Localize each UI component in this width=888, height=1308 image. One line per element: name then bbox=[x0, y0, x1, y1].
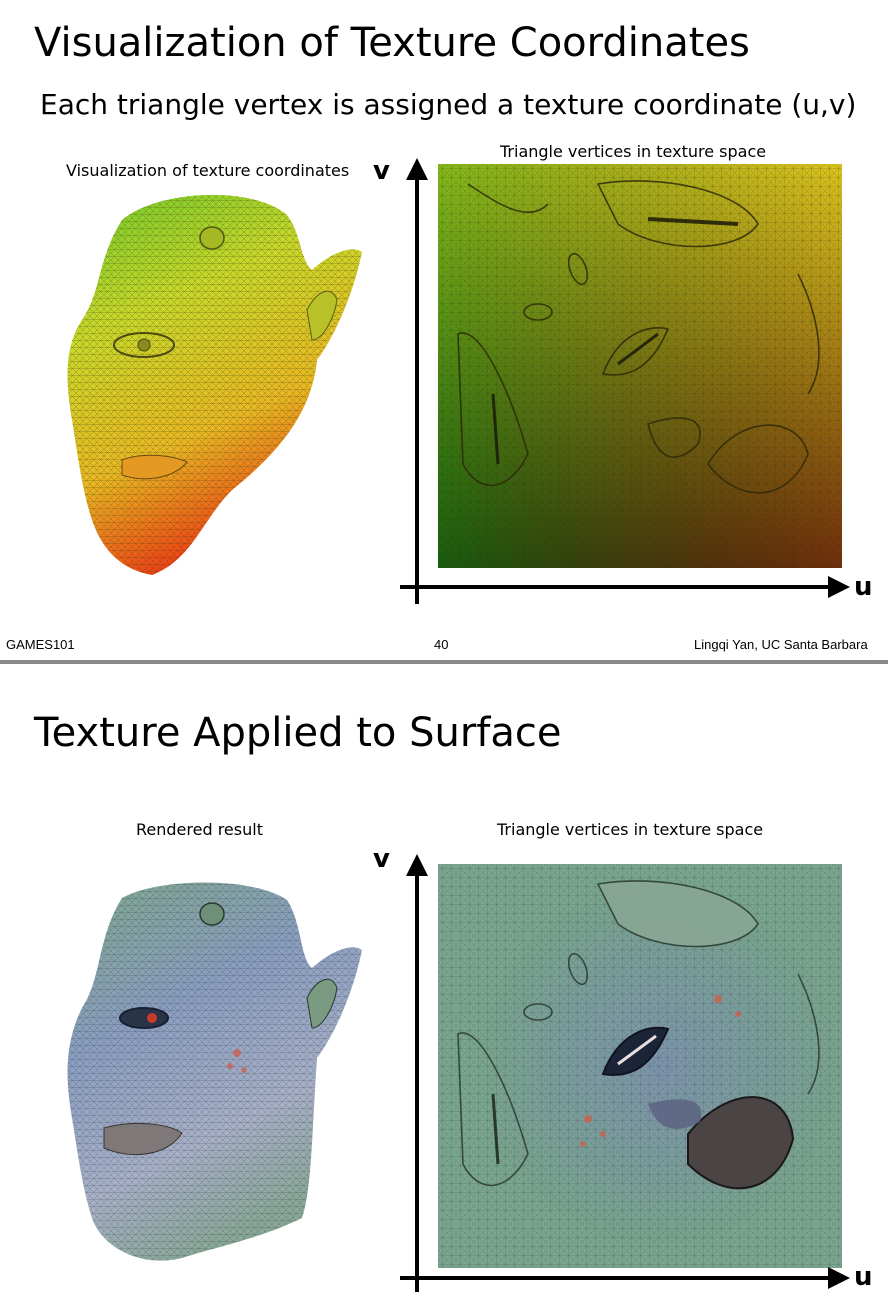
slide-divider bbox=[0, 660, 888, 676]
footer-page-number: 40 bbox=[434, 637, 449, 652]
left-image-caption: Visualization of texture coordinates bbox=[66, 161, 350, 180]
slide-texture-applied: Texture Applied to Surface Rendered resu… bbox=[0, 676, 888, 1308]
uv-axes bbox=[400, 158, 850, 604]
uv-axes bbox=[400, 854, 850, 1292]
v-axis-arrowhead bbox=[406, 854, 428, 876]
slide-subtitle: Each triangle vertex is assigned a textu… bbox=[40, 88, 857, 121]
eye-shape bbox=[113, 332, 175, 358]
eye-shape bbox=[119, 1007, 169, 1029]
u-axis-arrowhead bbox=[828, 576, 850, 598]
u-axis-label: u bbox=[854, 1262, 873, 1292]
u-axis-label: u bbox=[854, 572, 873, 602]
uv-colored-head-image bbox=[67, 194, 362, 575]
rendered-head-image bbox=[67, 882, 362, 1261]
v-axis-label: v bbox=[373, 844, 390, 874]
slide-title: Visualization of Texture Coordinates bbox=[34, 20, 750, 66]
v-axis-arrowhead bbox=[406, 158, 428, 180]
v-axis-label: v bbox=[373, 156, 390, 186]
right-image-caption: Triangle vertices in texture space bbox=[497, 820, 764, 839]
u-axis-arrowhead bbox=[828, 1267, 850, 1289]
uv-texture-space-image bbox=[438, 164, 842, 568]
footer-course: GAMES101 bbox=[6, 637, 75, 652]
right-image-caption: Triangle vertices in texture space bbox=[500, 142, 767, 161]
slide-texture-coordinates: Visualization of Texture Coordinates Eac… bbox=[6, 20, 873, 652]
slide-title: Texture Applied to Surface bbox=[34, 710, 562, 756]
footer-author: Lingqi Yan, UC Santa Barbara bbox=[694, 637, 868, 652]
texture-image bbox=[438, 864, 842, 1268]
left-image-caption: Rendered result bbox=[136, 820, 263, 839]
